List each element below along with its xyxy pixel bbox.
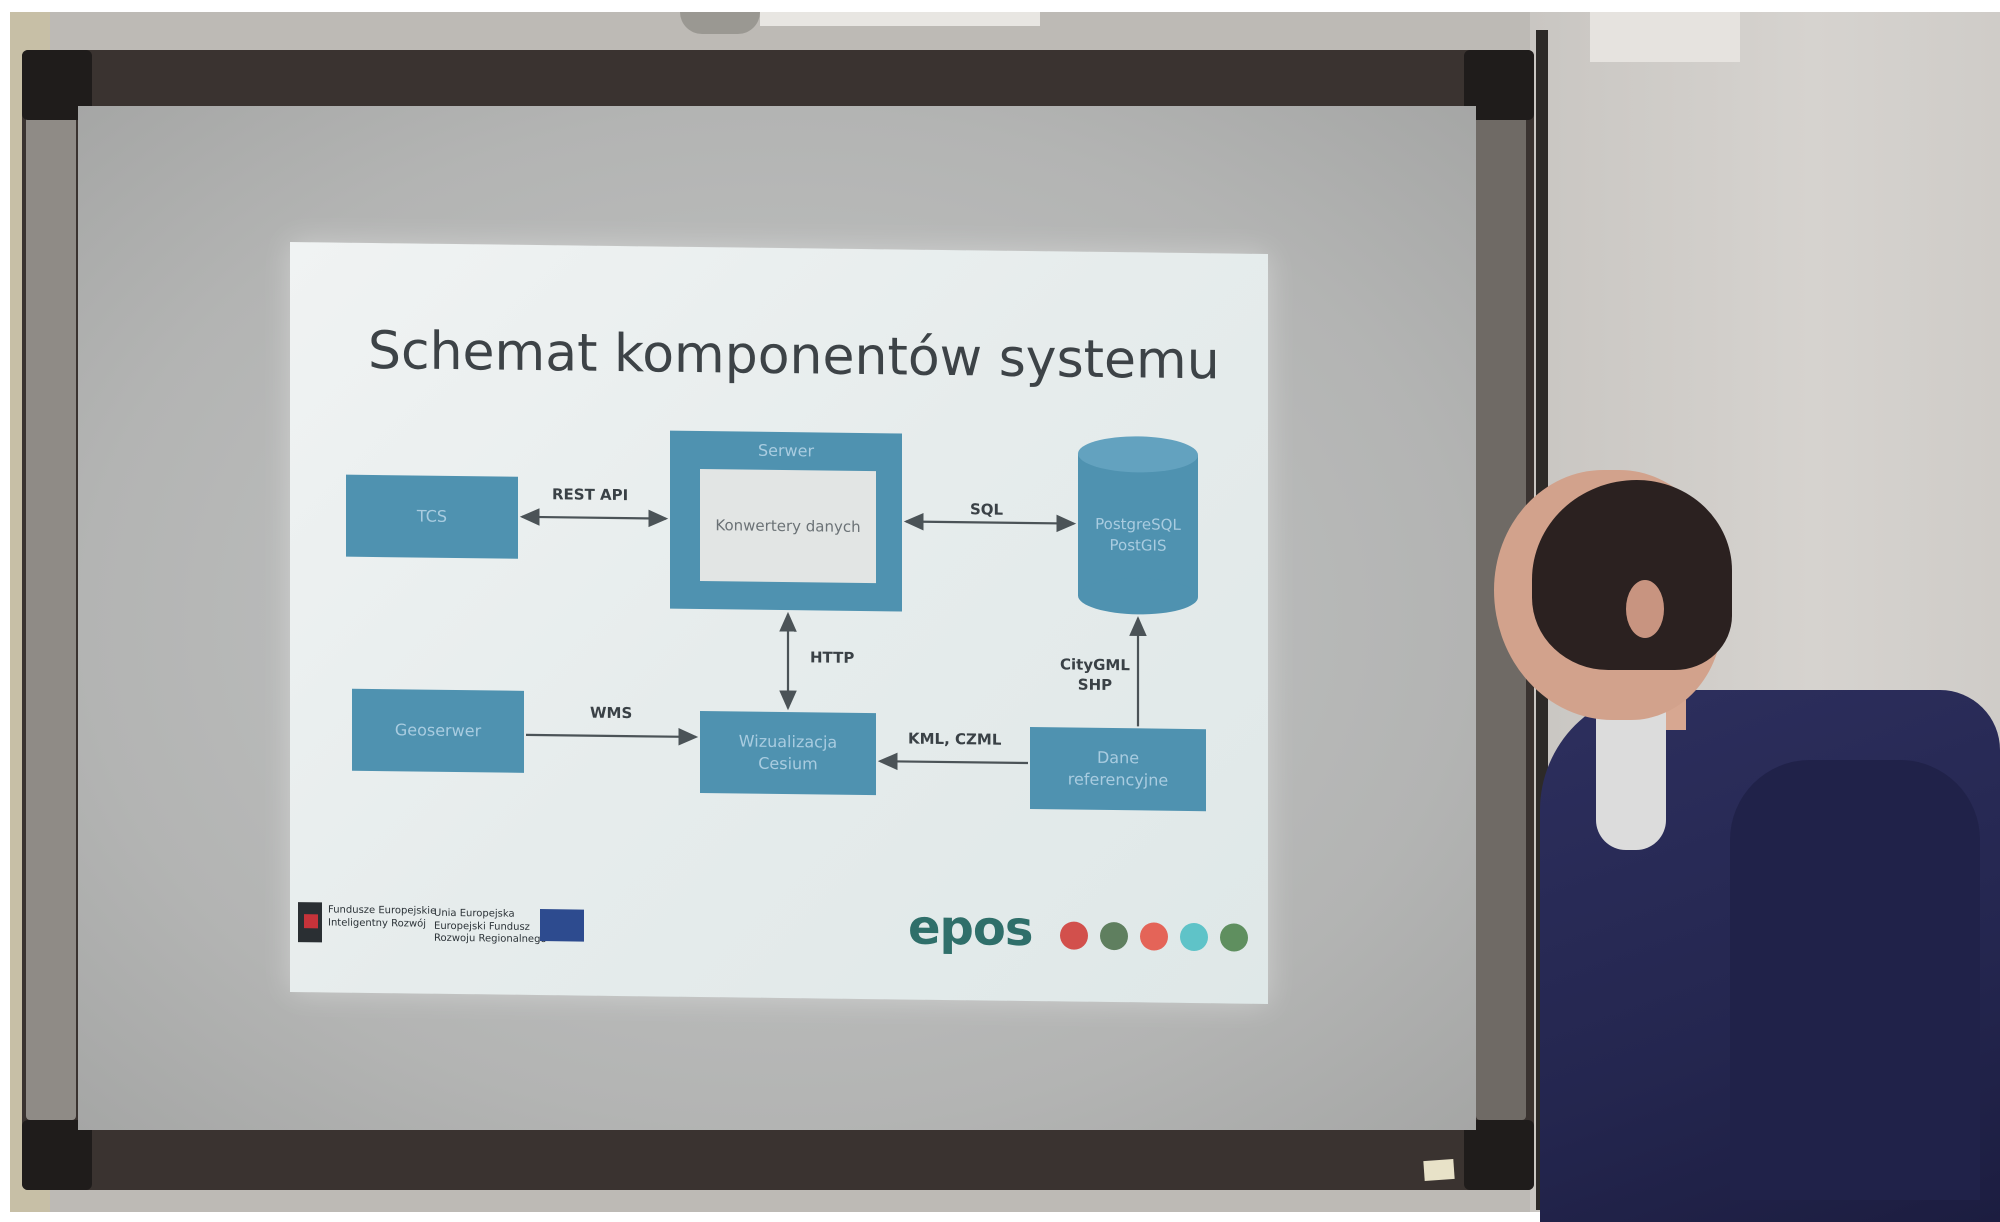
epos-logo: epos bbox=[908, 899, 1033, 958]
box-data-converters: Konwertery danych bbox=[700, 469, 876, 584]
person-ear bbox=[1626, 580, 1664, 638]
box-geoserver: Geoserwer bbox=[352, 688, 524, 773]
ceiling-strip bbox=[760, 12, 1040, 26]
arrow-rest-api bbox=[519, 508, 669, 528]
wall-light bbox=[1590, 12, 1740, 62]
box-visualization: Wizualizacja Cesium bbox=[700, 711, 876, 796]
person-arm bbox=[1730, 760, 1980, 1200]
box-reference-data: Dane referencyjne bbox=[1030, 727, 1206, 812]
frame-corner bbox=[22, 1120, 92, 1190]
eu-flag-icon bbox=[540, 909, 584, 942]
arrow-sql bbox=[903, 512, 1077, 533]
ceiling-fixture bbox=[680, 12, 760, 34]
box-reference-data-label: Dane referencyjne bbox=[1067, 748, 1169, 790]
eu-logo-text: Unia Europejska Europejski Fundusz Rozwo… bbox=[434, 907, 547, 946]
label-wms: WMS bbox=[590, 703, 633, 723]
projected-slide: Schemat komponentów systemu TCS Serwer K… bbox=[290, 242, 1268, 1004]
fund-logo-accent bbox=[304, 914, 318, 929]
database-label: PostgreSQL PostGIS bbox=[1095, 514, 1181, 555]
frame-corner bbox=[1464, 1120, 1534, 1190]
label-sql: SQL bbox=[970, 500, 1004, 519]
label-http: HTTP bbox=[810, 648, 855, 667]
sticker bbox=[1423, 1158, 1455, 1182]
brand-dot bbox=[1060, 921, 1088, 950]
diagram-arrows bbox=[519, 508, 1147, 771]
brand-dot bbox=[1180, 922, 1208, 952]
fund-logo-text: Fundusze Europejskie Inteligentny Rozwój bbox=[328, 904, 437, 930]
brand-dot bbox=[1220, 923, 1248, 952]
frame-rail-left bbox=[26, 110, 76, 1120]
box-tcs: TCS bbox=[346, 474, 518, 559]
brand-dot bbox=[1140, 922, 1168, 951]
arrow-kml-czml bbox=[877, 752, 1028, 771]
box-visualization-label: Wizualizacja Cesium bbox=[738, 731, 838, 774]
brand-dot bbox=[1100, 921, 1128, 951]
label-rest-api: REST API bbox=[552, 485, 629, 505]
database-bottom bbox=[1078, 577, 1198, 616]
label-kml-czml: KML, CZML bbox=[908, 729, 1002, 749]
label-citygml-shp: CityGML SHP bbox=[1060, 655, 1130, 694]
arrow-wms bbox=[526, 727, 699, 746]
person-hair bbox=[1532, 480, 1732, 670]
database-cylinder: PostgreSQL PostGIS bbox=[1078, 435, 1198, 616]
